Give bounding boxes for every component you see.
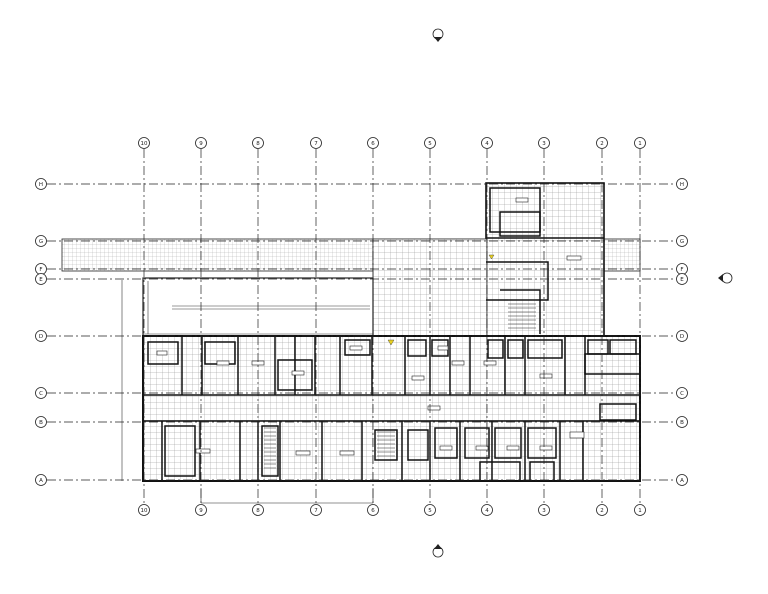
- grid-bubble-column-top: 8: [252, 137, 264, 149]
- grid-bubble-row-left: E: [35, 273, 47, 285]
- grid-bubble-column-bottom: 4: [481, 504, 493, 516]
- grid-label: H: [680, 182, 684, 188]
- grid-label: B: [39, 420, 43, 426]
- grid-bubble-row-left: F: [35, 263, 47, 275]
- grid-label: E: [39, 277, 43, 283]
- elevation-marker-north-icon[interactable]: [432, 28, 444, 42]
- grid-bubble-column-top: 9: [195, 137, 207, 149]
- grid-bubble-column-bottom: 10: [138, 504, 150, 516]
- grid-label: 8: [256, 141, 260, 147]
- grid-bubble-row-right: H: [676, 178, 688, 190]
- elevation-marker-east-icon[interactable]: [718, 272, 733, 284]
- grid-bubble-column-bottom: 9: [195, 504, 207, 516]
- grid-label: 7: [314, 141, 318, 147]
- grid-bubble-row-right: F: [676, 263, 688, 275]
- grid-bubble-column-top: 10: [138, 137, 150, 149]
- grid-label: G: [39, 239, 43, 245]
- grid-label: F: [680, 267, 683, 273]
- grid-label: 5: [428, 141, 432, 147]
- grid-bubble-column-bottom: 5: [424, 504, 436, 516]
- grid-bubble-row-right: C: [676, 387, 688, 399]
- grid-bubble-column-top: 3: [538, 137, 550, 149]
- grid-bubble-row-left: H: [35, 178, 47, 190]
- grid-label: 8: [256, 508, 260, 514]
- grid-bubble-column-bottom: 3: [538, 504, 550, 516]
- grid-label: G: [680, 239, 684, 245]
- grid-label: 5: [428, 508, 432, 514]
- north-wing: [485, 182, 605, 337]
- grid-bubble-row-right: G: [676, 235, 688, 247]
- grid-bubble-column-bottom: 2: [596, 504, 608, 516]
- grid-bubble-row-left: A: [35, 474, 47, 486]
- grid-label: 1: [638, 508, 642, 514]
- grid-label: 1: [638, 141, 642, 147]
- grid-label: 3: [542, 141, 546, 147]
- grid-label: E: [680, 277, 684, 283]
- grid-label: 7: [314, 508, 318, 514]
- grid-bubble-column-bottom: 6: [367, 504, 379, 516]
- grid-bubble-column-top: 1: [634, 137, 646, 149]
- grid-label: 3: [542, 508, 546, 514]
- grid-label: D: [680, 334, 684, 340]
- grid-label: 9: [199, 508, 203, 514]
- grid-label: 4: [485, 508, 489, 514]
- grid-label: 6: [371, 141, 375, 147]
- grid-bubble-row-right: A: [676, 474, 688, 486]
- grid-label: 10: [141, 508, 148, 514]
- marker-icon: [488, 254, 495, 260]
- grid-label: 10: [141, 141, 148, 147]
- dimension-line: [200, 488, 374, 504]
- grid-bubble-column-top: 2: [596, 137, 608, 149]
- grid-bubble-row-left: C: [35, 387, 47, 399]
- grid-label: 2: [600, 508, 604, 514]
- grid-bubble-column-top: 7: [310, 137, 322, 149]
- grid-label: 9: [199, 141, 203, 147]
- courtyard-lines: [121, 280, 373, 481]
- grid-bubble-column-top: 5: [424, 137, 436, 149]
- elevation-marker-south-icon[interactable]: [432, 544, 444, 558]
- grid-label: C: [39, 391, 43, 397]
- grid-label: D: [39, 334, 43, 340]
- light-fixtures: [156, 197, 585, 456]
- grid-bubble-column-bottom: 7: [310, 504, 322, 516]
- grid-label: B: [680, 420, 684, 426]
- grid-bubble-row-left: G: [35, 235, 47, 247]
- grid-label: 6: [371, 508, 375, 514]
- building-outline: [61, 182, 641, 482]
- grid-bubble-row-left: B: [35, 416, 47, 428]
- grid-bubble-row-right: E: [676, 273, 688, 285]
- grid-label: 2: [600, 141, 604, 147]
- grid-label: F: [39, 267, 42, 273]
- grid-bubble-column-bottom: 1: [634, 504, 646, 516]
- marker-icon: [387, 339, 395, 346]
- grid-label: C: [680, 391, 684, 397]
- grid-bubble-row-right: B: [676, 416, 688, 428]
- grid-label: A: [680, 478, 684, 484]
- grid-lines: [47, 149, 676, 504]
- grid-bubble-row-left: D: [35, 330, 47, 342]
- grid-label: A: [39, 478, 43, 484]
- grid-bubble-column-bottom: 8: [252, 504, 264, 516]
- grid-bubble-column-top: 6: [367, 137, 379, 149]
- grid-bubble-column-top: 4: [481, 137, 493, 149]
- grid-label: H: [39, 182, 43, 188]
- grid-bubble-row-right: D: [676, 330, 688, 342]
- stair-treads: [264, 299, 536, 469]
- grid-label: 4: [485, 141, 489, 147]
- main-block: [142, 335, 641, 482]
